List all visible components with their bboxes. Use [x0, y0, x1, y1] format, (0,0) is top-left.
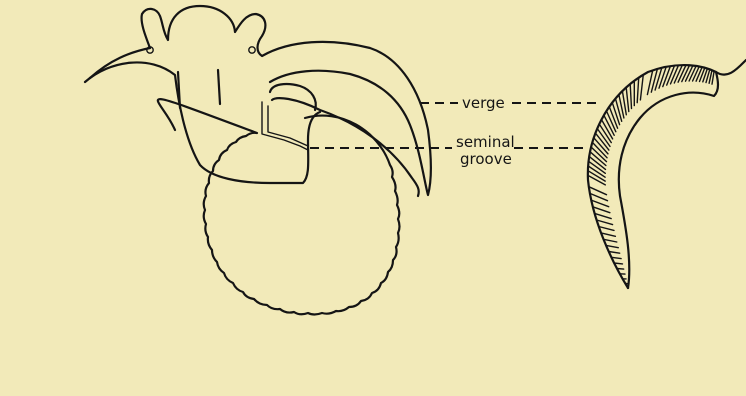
- mantle-edge: [85, 62, 320, 183]
- verge-hatch-line: [612, 103, 619, 125]
- verge-hatch-line: [593, 207, 610, 213]
- verge-hatch-line: [693, 67, 700, 82]
- verge-hatch-line: [626, 88, 629, 112]
- verge-detail-figure: [588, 60, 746, 288]
- label-verge: verge: [462, 94, 505, 112]
- snail-figure: [85, 6, 431, 315]
- verge-hatch-line: [696, 67, 702, 81]
- verge-hatch-line: [614, 263, 622, 264]
- seminal-groove-body-inner: [268, 106, 308, 146]
- verge-hatch-line: [659, 67, 666, 88]
- right-eye-spot: [249, 47, 255, 53]
- verge-hatch-line: [640, 75, 643, 100]
- label-groove: groove: [460, 150, 512, 168]
- verge-hatch-line: [712, 71, 714, 84]
- head-groove-right: [218, 70, 220, 104]
- verge-hatch-line: [591, 200, 609, 207]
- verge-hatching: [588, 65, 714, 284]
- verge-hatch-line: [617, 269, 624, 270]
- verge-hatch-line: [689, 66, 696, 81]
- verge-hatch-line: [682, 65, 690, 81]
- verge-outer-outline: [588, 60, 746, 288]
- head-outline: [142, 6, 431, 195]
- verge-hatch-line: [637, 78, 639, 103]
- verge-hatch-line: [686, 66, 693, 82]
- verge-hatch-line: [595, 213, 612, 218]
- label-seminal: seminal: [456, 133, 515, 151]
- verge-hatch-line: [630, 84, 631, 108]
